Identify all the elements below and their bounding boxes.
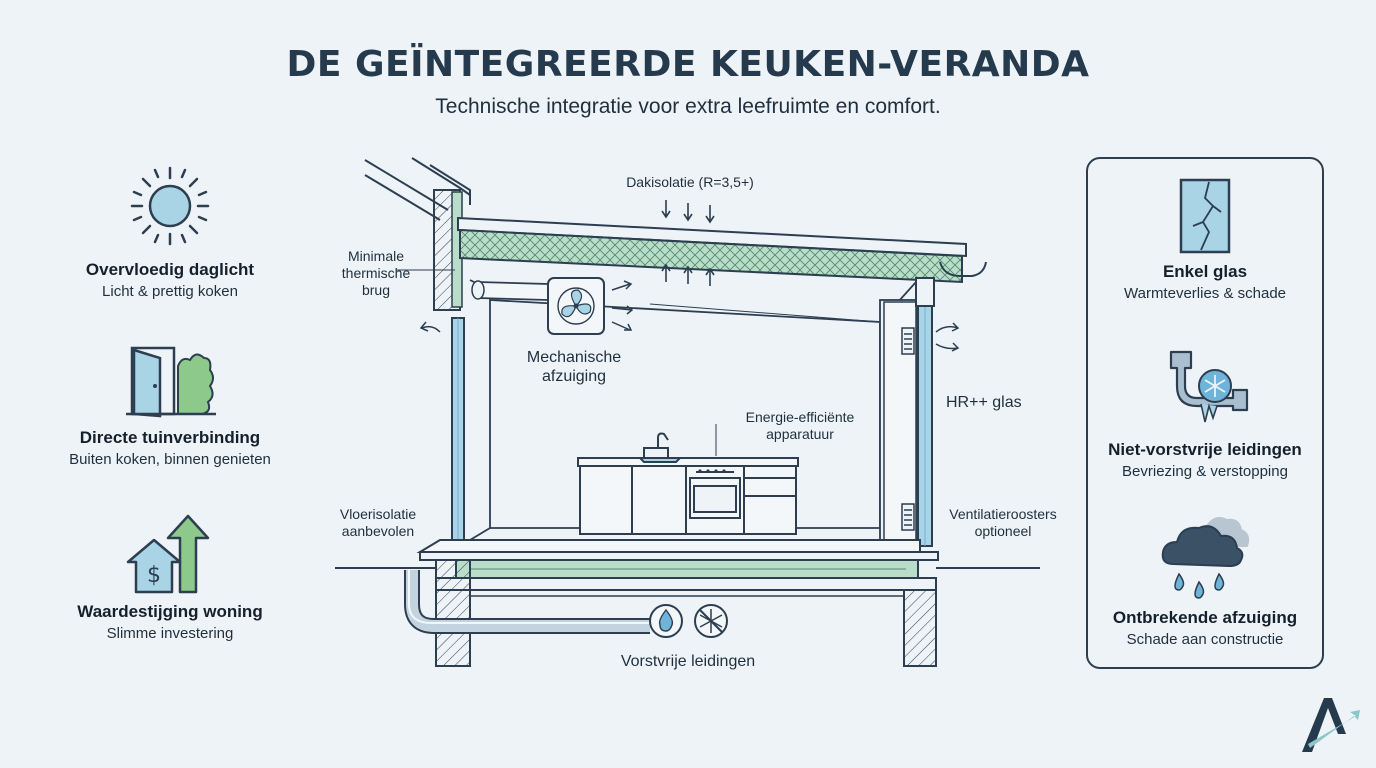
exhaust-duct <box>477 281 549 301</box>
risk-single-glass: Enkel glas Warmteverlies & schade <box>1086 176 1324 302</box>
value-increase-icon: $ <box>126 514 210 594</box>
risk-title: Enkel glas <box>1162 262 1248 281</box>
label-floor-insulation: Vloerisolatie aanbevolen <box>339 506 417 539</box>
roof-top <box>457 216 967 258</box>
svg-text:$: $ <box>147 563 161 588</box>
leader-lines <box>396 269 881 456</box>
benefit-title: Waardestijging woning <box>77 602 263 621</box>
air-arrows <box>419 280 960 352</box>
garden-door-icon <box>126 346 216 418</box>
page-title: DE GEÏNTEGREERDE KEUKEN-VERANDA <box>286 44 1090 85</box>
benefit-subtitle: Licht & prettig koken <box>102 283 238 300</box>
kitchen-counter <box>577 432 799 535</box>
label-roof-insulation: Dakisolatie (R=3,5+) <box>626 174 754 190</box>
brand-logo-icon <box>1302 698 1360 752</box>
gutter <box>939 261 987 277</box>
roof-insulation <box>459 228 963 284</box>
benefit-garden: Directe tuinverbinding Buiten koken, bin… <box>40 344 300 468</box>
risk-subtitle: Bevriezing & verstopping <box>1122 463 1288 480</box>
heat-arrows <box>661 200 715 286</box>
risk-no-exhaust: Ontbrekende afzuiging Schade aan constru… <box>1086 512 1324 648</box>
foundation-right <box>903 589 937 667</box>
label-glass: HR++ glas <box>946 394 1022 411</box>
benefit-value: $ Waardestijging woning Slimme investeri… <box>40 514 300 642</box>
rain-cloud-icon <box>1161 517 1250 599</box>
risk-pipes: Niet-vorstvrije leidingen Bevriezing & v… <box>1086 344 1324 480</box>
benefit-title: Overvloedig daglicht <box>85 260 255 279</box>
risk-title: Ontbrekende afzuiging <box>1112 608 1298 627</box>
label-appliances: Energie-efficiënte apparatuur <box>745 409 855 442</box>
ventilation-grilles <box>901 327 915 531</box>
risk-panel <box>1086 157 1324 669</box>
water-drop-icon <box>649 604 683 638</box>
label-pipes: Vorstvrije leidingen <box>620 653 756 670</box>
floor <box>416 539 939 591</box>
benefit-subtitle: Buiten koken, binnen genieten <box>69 451 271 468</box>
risk-subtitle: Warmteverlies & schade <box>1124 285 1286 302</box>
label-thermal-bridge: Minimale thermische brug <box>341 248 411 298</box>
snowflake-crossed-icon <box>694 604 728 638</box>
benefit-title: Directe tuinverbinding <box>79 428 261 447</box>
fan-icon <box>547 277 605 335</box>
house-roof <box>364 157 471 221</box>
frozen-pipe-icon <box>1169 350 1249 423</box>
risk-title: Niet-vorstvrije leidingen <box>1108 440 1302 459</box>
risk-subtitle: Schade aan constructie <box>1126 631 1284 648</box>
label-mechanical-exhaust: Mechanische afzuiging <box>526 349 622 385</box>
cracked-glass-icon <box>1179 178 1231 254</box>
label-ventilation: Ventilatieroosters optioneel <box>949 506 1057 539</box>
page-subtitle: Technische integratie voor extra leefrui… <box>435 95 941 118</box>
benefit-daylight: Overvloedig daglicht Licht & prettig kok… <box>40 164 300 300</box>
benefit-subtitle: Slimme investering <box>106 625 234 642</box>
sun-icon <box>130 166 210 246</box>
foundation-left <box>435 559 471 667</box>
